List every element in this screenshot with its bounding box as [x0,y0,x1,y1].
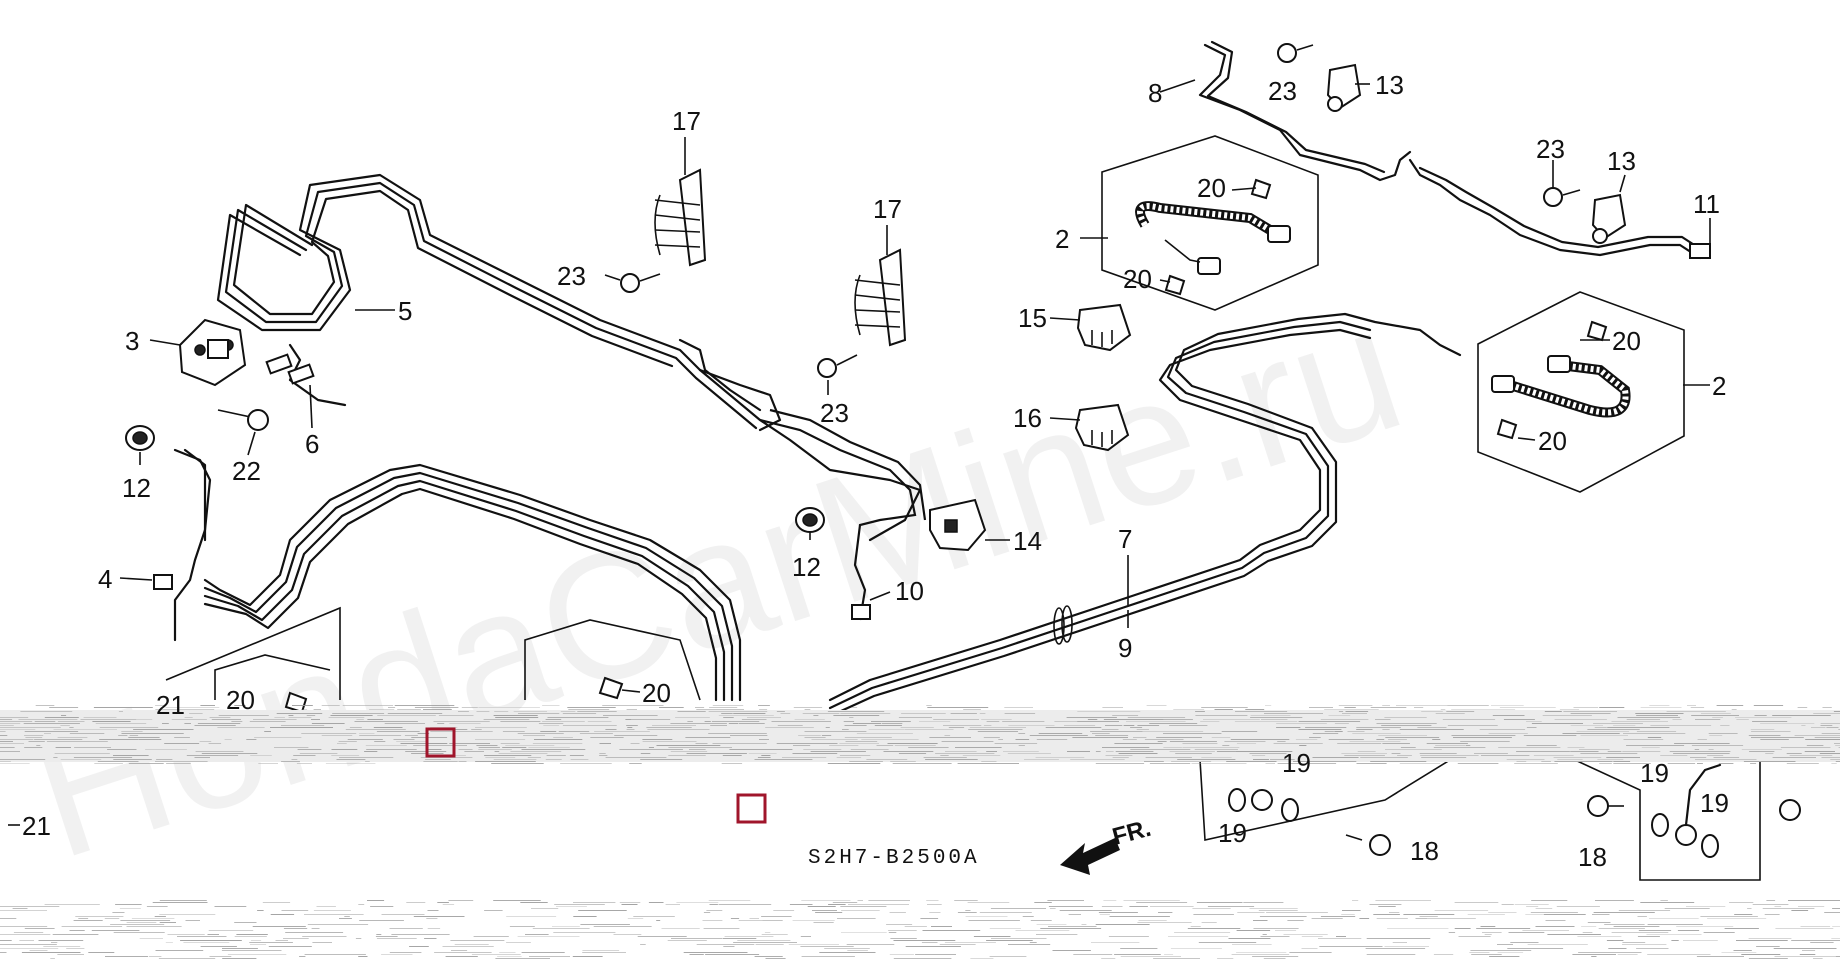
bolt-18-b [1587,795,1624,817]
rear-hose-box [1477,291,1685,493]
bracket-17-b [854,248,907,347]
callout-13: 13 [1607,146,1636,176]
top-right-lines-8-11 [1198,40,1704,260]
callout-23: 23 [1536,134,1565,164]
lower-left-boxes [165,606,701,701]
callout-3: 3 [125,326,139,356]
leader-lines [8,79,1711,826]
callout-21: 21 [156,690,185,720]
washer-19-c [1651,813,1669,837]
parts [125,43,1801,858]
front-hose-box [1101,135,1319,311]
clip-20-d [1496,418,1518,440]
callout-20: 20 [1538,426,1567,456]
clamp-13-a [1326,63,1362,112]
front-direction-arrow: FR. [1060,815,1154,875]
upper-left-brake-lines [216,173,927,621]
rear-brake-lines-7-9 [828,312,1462,718]
callout-8: 8 [1148,78,1162,108]
grommet-12-left [125,425,155,451]
washer-19-b [1281,798,1299,822]
clip-20-c [1586,320,1608,342]
callout-19: 19 [1700,788,1729,818]
marker-square [736,793,767,824]
diagram-code: S2H7-B2500A [808,847,980,870]
callout-numbers: 2 2 3 4 5 6 7 8 9 10 11 12 12 13 13 14 1… [22,70,1729,872]
marker-square [425,727,456,758]
callout-14: 14 [1013,526,1042,556]
scan-noise-bands [0,705,1840,959]
callout-21: 21 [22,811,51,841]
callout-19: 19 [1640,758,1669,788]
bracket-17-a [654,168,707,267]
clip-20-a [1250,178,1272,200]
lower-left-brake-lines [173,448,742,702]
callout-20: 20 [1612,326,1641,356]
bolt-23-d [1543,187,1581,207]
callout-23: 23 [1268,76,1297,106]
callout-20: 20 [1197,173,1226,203]
clip-20-b [1164,274,1186,296]
proportioning-valve-part [178,318,247,387]
callout-18: 18 [1410,836,1439,866]
callout-20: 20 [1123,264,1152,294]
clip-14 [929,498,987,552]
bolt-23-c [1277,43,1314,63]
callout-13: 13 [1375,70,1404,100]
callout-15: 15 [1018,303,1047,333]
callout-12: 12 [122,473,151,503]
clip-16 [1074,403,1130,452]
lower-right-boxes [1199,759,1761,881]
callout-17: 17 [873,194,902,224]
callout-23: 23 [557,261,586,291]
callout-5: 5 [398,296,412,326]
callout-2: 2 [1712,371,1726,401]
callout-19: 19 [1282,748,1311,778]
callout-22: 22 [232,456,261,486]
grommet-12-mid [795,507,825,533]
bolt-22 [217,409,269,431]
callout-10: 10 [895,576,924,606]
front-direction-label: FR. [1110,815,1154,851]
callout-16: 16 [1013,403,1042,433]
bolt-18-a [1345,834,1391,856]
callout-19: 19 [1218,818,1247,848]
callout-12: 12 [792,552,821,582]
callout-11: 11 [1693,189,1720,219]
callout-23: 23 [820,398,849,428]
bolt-23-b [817,354,858,378]
callout-20: 20 [642,678,671,708]
callout-6: 6 [305,429,319,459]
clamp-13-b [1591,193,1627,244]
callout-18: 18 [1578,842,1607,872]
washer-19-a [1228,788,1246,812]
callout-4: 4 [98,564,112,594]
callout-17: 17 [672,106,701,136]
callout-2: 2 [1055,224,1069,254]
clip-20-e [598,676,624,700]
callout-20: 20 [226,685,255,715]
callout-7: 7 [1118,524,1132,554]
callout-9: 9 [1118,633,1132,663]
bolt-23-a [620,273,661,293]
clip-15 [1076,303,1132,352]
washer-19-d [1701,834,1719,858]
